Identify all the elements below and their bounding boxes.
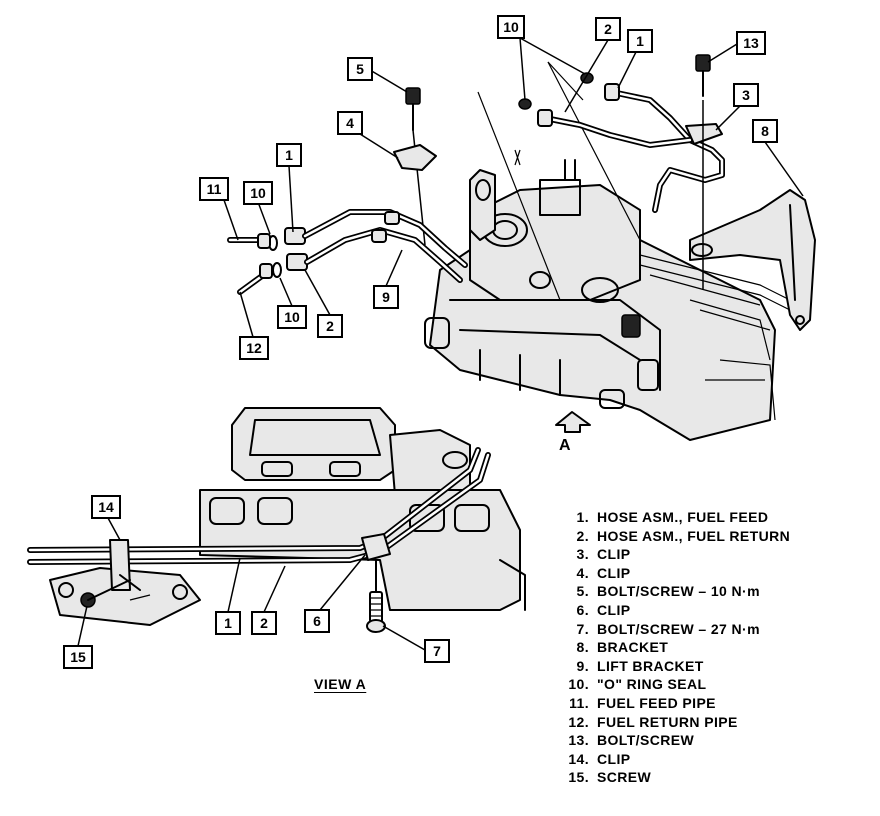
svg-text:9: 9 xyxy=(382,289,390,305)
callout-10-left-upper: 10 xyxy=(243,181,273,205)
callout-10-top: 10 xyxy=(497,15,525,39)
svg-text:3: 3 xyxy=(742,87,750,103)
legend-item-number: 3. xyxy=(576,546,589,563)
legend-item: 9. LIFT BRACKET xyxy=(555,657,790,676)
legend-item-number: 10. xyxy=(568,676,589,693)
callout-6: 6 xyxy=(304,609,330,633)
callout-9: 9 xyxy=(373,285,399,309)
svg-text:8: 8 xyxy=(761,123,769,139)
callout-15: 15 xyxy=(63,645,93,669)
callout-7: 7 xyxy=(424,639,450,663)
callout-14: 14 xyxy=(91,495,121,519)
legend-item: 13. BOLT/SCREW xyxy=(555,731,790,750)
svg-text:13: 13 xyxy=(743,35,759,51)
legend-item-text: BOLT/SCREW – 10 N·m xyxy=(597,583,760,600)
callout-12: 12 xyxy=(239,336,269,360)
legend-item: 11. FUEL FEED PIPE xyxy=(555,694,790,713)
callout-3: 3 xyxy=(733,83,759,107)
svg-text:2: 2 xyxy=(326,318,334,334)
svg-text:7: 7 xyxy=(433,643,441,659)
legend-item-number: 11. xyxy=(569,694,589,711)
callout-2-view-a: 2 xyxy=(251,611,277,635)
engine-intake-assembly xyxy=(424,61,791,441)
legend-item: 12. FUEL RETURN PIPE xyxy=(555,713,790,732)
legend-item-number: 7. xyxy=(576,620,589,637)
legend-item-text: FUEL RETURN PIPE xyxy=(597,713,738,730)
legend-item-text: LIFT BRACKET xyxy=(597,657,704,674)
legend-item: 10. "O" RING SEAL xyxy=(555,675,790,694)
svg-text:14: 14 xyxy=(98,499,114,515)
view-a-title: VIEW A xyxy=(314,676,367,692)
callout-13: 13 xyxy=(736,31,766,55)
bracket-8 xyxy=(689,189,816,331)
callout-8: 8 xyxy=(752,119,778,143)
legend-item-number: 9. xyxy=(576,657,589,674)
legend-item-text: BOLT/SCREW – 27 N·m xyxy=(597,620,760,637)
legend-item-number: 14. xyxy=(568,750,589,767)
callout-2-top: 2 xyxy=(595,17,621,41)
legend-item-text: "O" RING SEAL xyxy=(597,676,707,693)
svg-text:12: 12 xyxy=(246,340,262,356)
svg-text:1: 1 xyxy=(636,33,644,49)
view-a-marker: A xyxy=(559,437,571,454)
legend-item-number: 15. xyxy=(568,769,589,786)
legend-item-number: 4. xyxy=(576,564,589,581)
legend-item: 6. CLIP xyxy=(555,601,790,620)
legend-item-number: 2. xyxy=(576,527,589,544)
svg-text:5: 5 xyxy=(356,61,364,77)
legend-item-text: BRACKET xyxy=(597,639,669,656)
legend-item-number: 1. xyxy=(576,509,589,525)
legend-item-text: BOLT/SCREW xyxy=(597,732,695,749)
legend-item: 3. CLIP xyxy=(555,545,790,564)
legend-item-number: 5. xyxy=(576,583,589,600)
legend-item-number: 12. xyxy=(568,713,589,730)
callouts: 10 2 1 13 5 3 xyxy=(63,15,778,669)
view-a-illustration xyxy=(27,407,526,633)
legend-item-text: HOSE ASM., FUEL FEED xyxy=(597,509,769,525)
svg-text:15: 15 xyxy=(70,649,86,665)
svg-text:4: 4 xyxy=(346,115,354,131)
leader-lines xyxy=(77,37,804,651)
callout-11: 11 xyxy=(199,177,229,201)
left-hose-assemblies xyxy=(227,87,468,295)
upper-hose-assemblies xyxy=(518,54,725,290)
legend-item: 7. BOLT/SCREW – 27 N·m xyxy=(555,620,790,639)
svg-text:1: 1 xyxy=(224,615,232,631)
svg-text:1: 1 xyxy=(285,147,293,163)
legend-item: 15. SCREW xyxy=(555,768,790,787)
callout-1-view-a: 1 xyxy=(215,611,241,635)
callout-5: 5 xyxy=(347,57,373,81)
svg-text:10: 10 xyxy=(503,19,519,35)
svg-text:11: 11 xyxy=(207,181,222,197)
legend-item-text: CLIP xyxy=(597,564,631,581)
legend-item-text: CLIP xyxy=(597,546,631,563)
legend-item: 5. BOLT/SCREW – 10 N·m xyxy=(555,582,790,601)
legend-item-text: CLIP xyxy=(597,601,631,618)
legend-item-text: HOSE ASM., FUEL RETURN xyxy=(597,527,791,544)
legend-item: 4. CLIP xyxy=(555,564,790,583)
legend-item-text: SCREW xyxy=(597,769,652,786)
callout-1-left: 1 xyxy=(276,143,302,167)
legend-item: 2. HOSE ASM., FUEL RETURN xyxy=(555,527,790,546)
callout-10-left-lower: 10 xyxy=(277,305,307,329)
legend-item-number: 6. xyxy=(576,601,589,618)
legend-item: 14. CLIP xyxy=(555,750,790,769)
legend-item-text: CLIP xyxy=(597,750,631,767)
legend-item-number: 8. xyxy=(576,639,589,656)
svg-text:10: 10 xyxy=(284,309,300,325)
svg-text:6: 6 xyxy=(313,613,321,629)
parts-legend: 1. HOSE ASM., FUEL FEED 2. HOSE ASM., FUEL … xyxy=(555,508,790,787)
legend-item-number: 13. xyxy=(568,732,589,749)
svg-text:10: 10 xyxy=(250,185,266,201)
svg-text:2: 2 xyxy=(260,615,268,631)
callout-1-top: 1 xyxy=(627,29,653,53)
callout-4: 4 xyxy=(337,111,363,135)
svg-text:2: 2 xyxy=(604,21,612,37)
legend-item-text: FUEL FEED PIPE xyxy=(597,694,716,711)
legend-item: 1. HOSE ASM., FUEL FEED xyxy=(555,508,790,527)
legend-item: 8. BRACKET xyxy=(555,638,790,657)
callout-2-left: 2 xyxy=(317,314,343,338)
